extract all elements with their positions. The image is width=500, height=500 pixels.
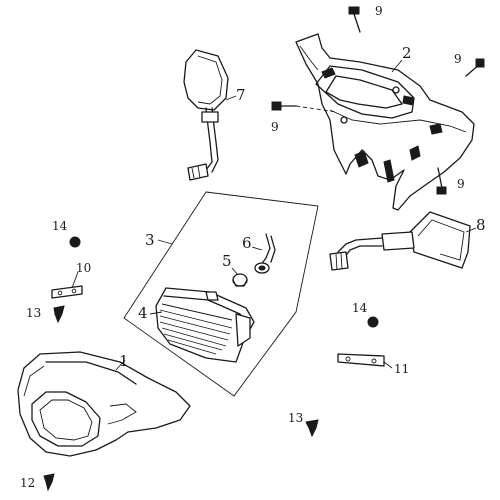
- part-11-bracket: [337, 353, 385, 367]
- callout-14-left: 14: [52, 219, 68, 233]
- part-2-handlebar-cover: [295, 33, 475, 211]
- part-1-front-cover: [17, 351, 191, 457]
- callout-10: 10: [76, 261, 91, 275]
- callout-9-lower: 9: [457, 177, 465, 191]
- part-10-bracket: [51, 285, 83, 299]
- part-7-left-mirror: [183, 49, 229, 181]
- callout-6: 6: [242, 234, 252, 252]
- callout-12: 12: [20, 476, 35, 490]
- part-14-clip-left: [69, 236, 81, 248]
- callout-4: 4: [138, 304, 148, 322]
- callout-14-right: 14: [352, 301, 368, 315]
- part-14-clip-right: [367, 316, 379, 328]
- callout-3: 3: [145, 231, 155, 249]
- part-3-headlight-assembly-outline: [123, 191, 319, 397]
- part-5-bulb: [232, 273, 248, 287]
- part-6-bulb-socket: [254, 233, 276, 274]
- part-4-headlight: [155, 287, 255, 363]
- part-8-right-mirror: [329, 211, 471, 271]
- callout-13-right: 13: [288, 411, 303, 425]
- callout-11: 11: [394, 362, 409, 376]
- part-13-screw-right: [305, 419, 319, 438]
- callout-7: 7: [236, 86, 246, 104]
- callout-1: 1: [119, 352, 129, 370]
- callout-9-right: 9: [454, 52, 462, 66]
- callout-2: 2: [402, 44, 412, 62]
- callout-8: 8: [476, 216, 486, 234]
- part-9-bolt-lower: [436, 167, 447, 195]
- part-9-bolt-left: [271, 101, 337, 113]
- callout-13-left: 13: [26, 306, 41, 320]
- part-9-bolt-top: [348, 6, 361, 33]
- part-13-screw-left: [53, 305, 65, 324]
- part-9-bolt-right: [465, 58, 485, 77]
- callout-5: 5: [222, 252, 232, 270]
- leader-lines: [71, 59, 477, 371]
- part-12-screw: [43, 473, 55, 492]
- callout-9-left: 9: [271, 120, 279, 134]
- callout-labels: 1 2 3 4 5 6 7 8 9 9 9 9 10 11 12 13 13 1…: [20, 4, 486, 490]
- callout-9-top: 9: [375, 4, 383, 18]
